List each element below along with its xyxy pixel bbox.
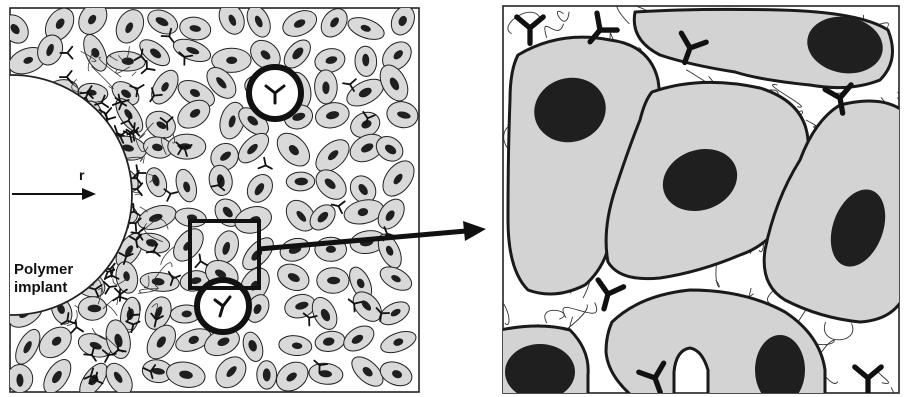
cell (257, 361, 277, 390)
cell (286, 172, 315, 191)
implant-label-line1: Polymer (14, 261, 73, 278)
cell (78, 296, 107, 320)
cell (7, 364, 34, 393)
right-panel (485, 3, 906, 397)
cell (317, 267, 350, 293)
left-panel: Polymer implant r (0, 0, 421, 397)
implant-label-line2: implant (14, 279, 67, 296)
radius-label: r (79, 167, 85, 183)
highlighted-cell-upper (249, 67, 301, 119)
cell (314, 70, 337, 104)
